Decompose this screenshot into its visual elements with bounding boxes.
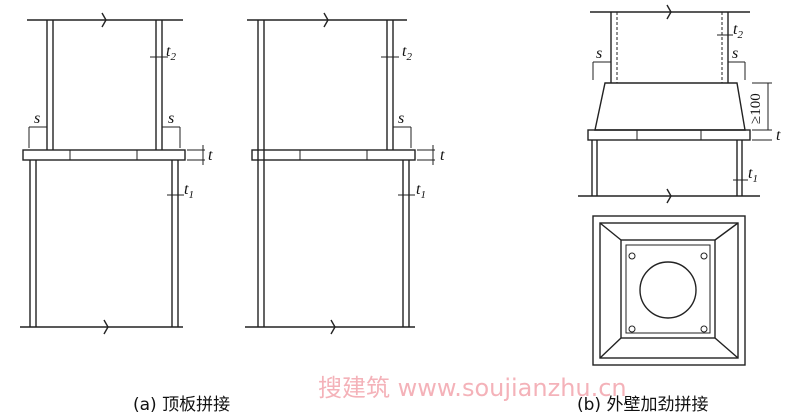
figure-b-elevation: s s t2 t1 t ≥100 <box>578 4 781 204</box>
figure-a-right: s t2 t1 t <box>245 12 445 335</box>
label-s: s <box>168 110 174 127</box>
watermark: 搜建筑 www.soujianzhu.cn <box>318 374 627 402</box>
caption-a: (a) 顶板拼接 <box>133 395 230 415</box>
label-t: t <box>440 147 445 164</box>
label-t2: t2 <box>402 43 412 63</box>
label-s: s <box>732 45 738 62</box>
label-t2: t2 <box>733 21 743 41</box>
bolt-icon <box>700 252 708 260</box>
bolt-icon <box>628 252 636 260</box>
break-mark-icon <box>101 12 107 28</box>
label-s: s <box>34 110 40 127</box>
label-t1: t1 <box>416 181 426 201</box>
column-section <box>639 261 697 319</box>
caption-b: (b) 外壁加劲拼接 <box>577 395 708 415</box>
bolt-icon <box>628 325 636 333</box>
label-t: t <box>208 147 213 164</box>
label-s: s <box>398 110 404 127</box>
label-t: t <box>776 127 781 144</box>
label-t2: t2 <box>166 43 176 63</box>
plate <box>587 129 751 141</box>
label-dim-100: ≥100 <box>748 93 764 124</box>
figure-b-plan <box>592 215 746 366</box>
label-s: s <box>596 45 602 62</box>
label-t1: t1 <box>184 181 194 201</box>
stiffener <box>594 82 746 131</box>
label-t1: t1 <box>748 165 758 185</box>
bolt-icon <box>700 325 708 333</box>
figure-a-left: s s t2 t1 t <box>20 12 213 335</box>
top-plate <box>22 149 186 161</box>
top-plate <box>251 149 416 161</box>
